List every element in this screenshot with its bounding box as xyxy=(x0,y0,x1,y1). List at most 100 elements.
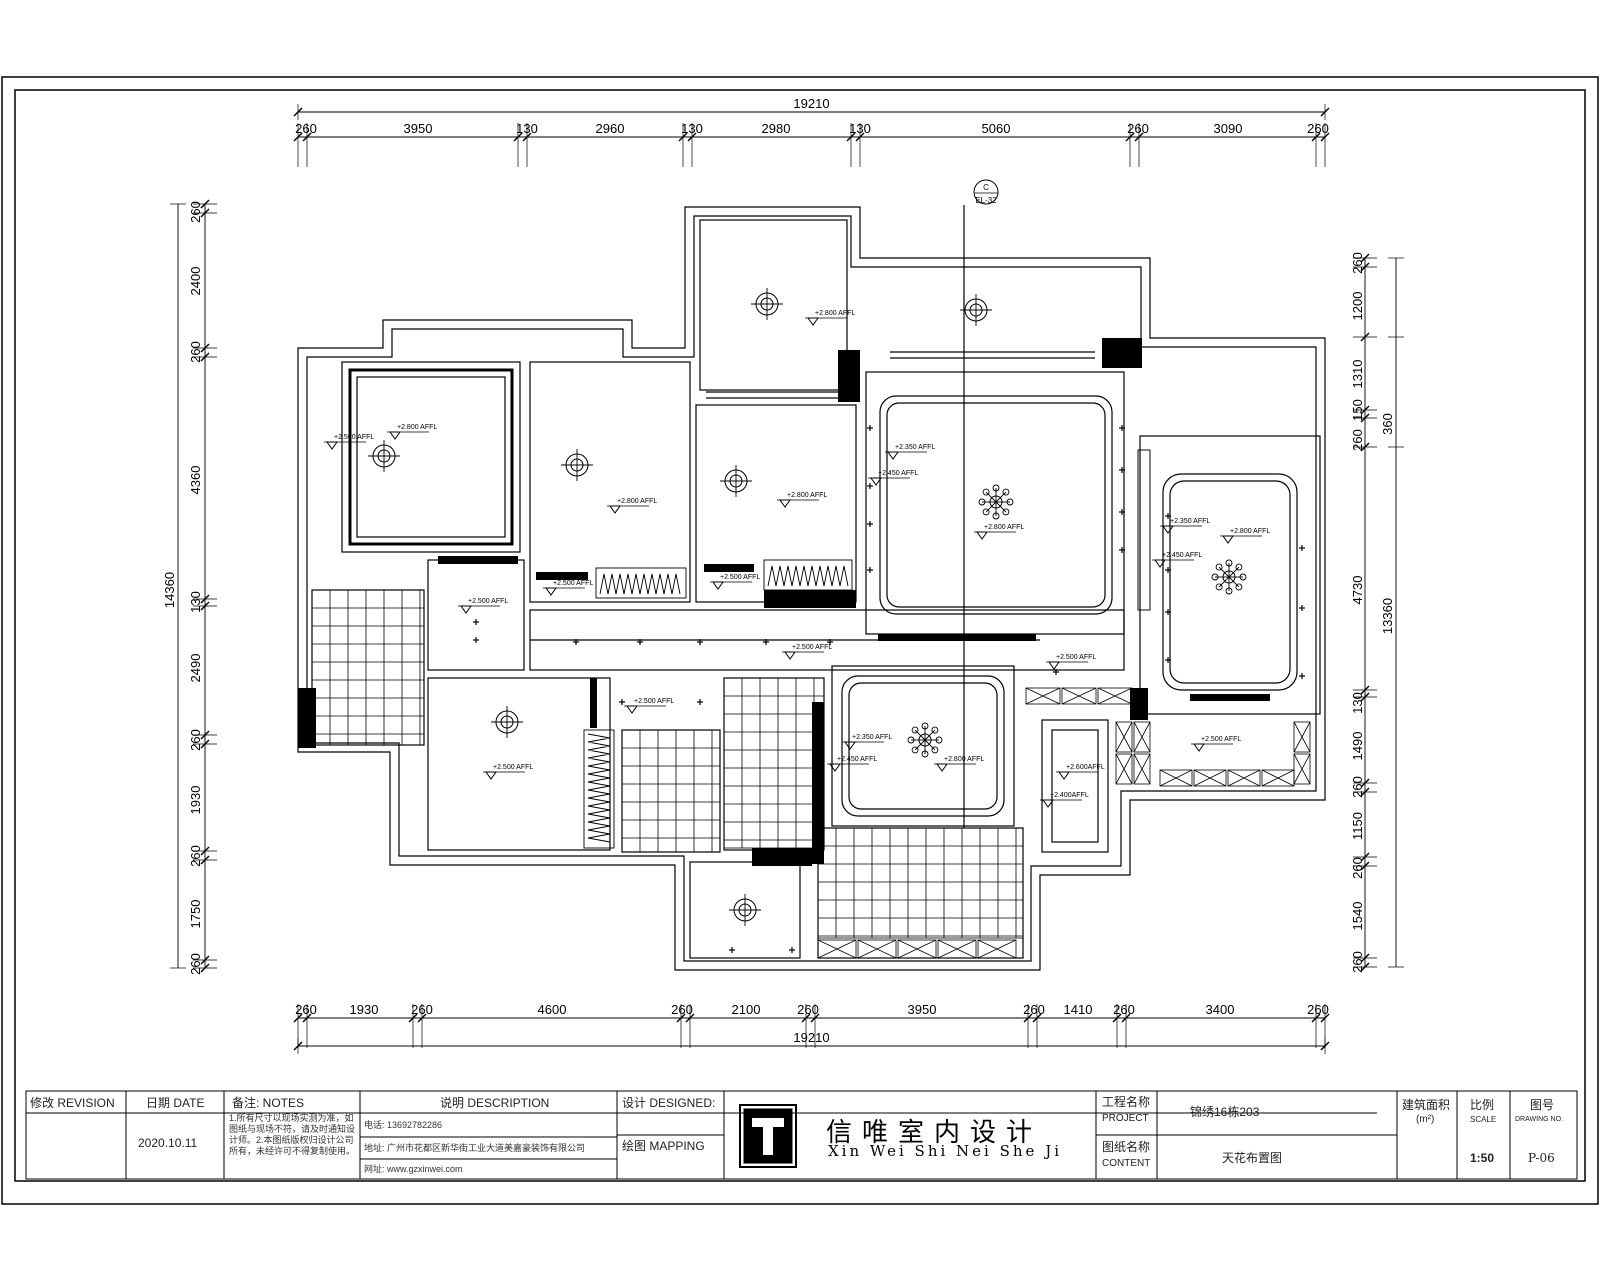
left-dim-label: 130 xyxy=(188,591,203,613)
right-dim-label: 150 xyxy=(1350,399,1365,421)
company-name-cn: 信唯室内设计 xyxy=(826,1118,1043,1148)
floor-plan xyxy=(297,206,1326,971)
room-entry xyxy=(427,559,525,671)
right-dim-label: 260 xyxy=(1350,252,1365,274)
ceiling-height-label: +2.800 AFFL xyxy=(787,492,827,499)
room-bedroom-3 xyxy=(695,404,857,603)
content-label-en: CONTENT xyxy=(1102,1158,1151,1169)
bottom-dim-label: 3950 xyxy=(908,1002,937,1017)
company-name-en: Xin Wei Shi Nei She Ji xyxy=(828,1142,1063,1160)
ceiling-height-label: +2.500 AFFL xyxy=(1201,736,1241,743)
right-dim-label: 1490 xyxy=(1350,732,1365,761)
room-dining xyxy=(831,665,1015,827)
left-dim-label: 260 xyxy=(188,341,203,363)
right-dim-label: 260 xyxy=(1350,776,1365,798)
room-study xyxy=(1041,719,1109,853)
top-dim-label: 2960 xyxy=(596,121,625,136)
description-label: 说明 DESCRIPTION xyxy=(440,1096,550,1110)
top-dim-label: 260 xyxy=(1307,121,1329,136)
right-dim-label: 4730 xyxy=(1350,576,1365,605)
date-label: 日期 DATE xyxy=(146,1096,205,1110)
bottom-dim-label: 260 xyxy=(1307,1002,1329,1017)
cabinets xyxy=(817,449,1311,959)
room-utility xyxy=(689,861,801,959)
scale-label-cn: 比例 xyxy=(1470,1098,1495,1112)
area-label-cn: 建筑面积 xyxy=(1402,1098,1451,1112)
outer-frame xyxy=(1,76,1599,1205)
mapping-label: 绘图 MAPPING xyxy=(622,1139,705,1153)
exterior-wall xyxy=(297,206,1326,971)
ceiling-height-labels: +2.800 AFFL +2.800 AFFL +2.500 AFFL +2.800 … xyxy=(324,310,1270,808)
room-bedroom-2 xyxy=(529,361,691,603)
right-dim-label: 1150 xyxy=(1350,812,1365,840)
left-dim-label: 260 xyxy=(188,953,203,975)
ceiling-height-label: +2.500 AFFL xyxy=(493,764,533,771)
top-dim-label: 3950 xyxy=(404,121,433,136)
room-balcony-bottom xyxy=(817,827,1024,959)
left-dim-total: 14360 xyxy=(162,572,177,608)
ceiling-height-label: +2.400AFFL xyxy=(1050,792,1089,799)
ceiling-height-label: +2.450 AFFL xyxy=(837,756,877,763)
ceiling-height-label: +2.450 AFFL xyxy=(1162,552,1202,559)
wardrobes xyxy=(583,559,853,849)
ceiling-height-label: +2.800 AFFL xyxy=(397,424,437,431)
room-bath-2 xyxy=(723,677,825,851)
room-right xyxy=(1139,435,1321,715)
ceiling-height-label: +2.800 AFFL xyxy=(617,498,657,505)
top-dim-label: 130 xyxy=(681,121,703,136)
ceiling-height-label: +2.500 AFFL xyxy=(334,434,374,441)
scale-value: 1:50 xyxy=(1470,1151,1495,1165)
bottom-dim-label: 1410 xyxy=(1064,1002,1093,1017)
ceiling-height-label: +2.800 AFFL xyxy=(1230,528,1270,535)
section-mark-top: C xyxy=(983,183,989,192)
ceiling-height-label: +2.500 AFFL xyxy=(553,580,593,587)
drawing-no-label-cn: 图号 xyxy=(1530,1098,1555,1112)
tile-grids xyxy=(311,589,1024,939)
room-bedroom-1 xyxy=(341,361,521,553)
project-label-cn: 工程名称 xyxy=(1102,1095,1151,1109)
address-text: 地址: 广州市花都区新华街工业大道美嘉豪装饰有限公司 xyxy=(364,1143,586,1153)
left-dim-label: 2400 xyxy=(188,267,203,296)
date-value: 2020.10.11 xyxy=(138,1136,198,1150)
designed-label: 设计 DESIGNED: xyxy=(622,1096,716,1110)
notes-label: 备注: NOTES xyxy=(232,1096,305,1110)
right-dim-label: 260 xyxy=(1350,951,1365,973)
right-dim-label: 1540 xyxy=(1350,902,1365,931)
exterior-wall-inner xyxy=(306,215,1317,962)
drawing-no-value: P-06 xyxy=(1528,1151,1555,1165)
right-dim-total-2: 13360 xyxy=(1380,598,1395,634)
section-marker: C EL-32 xyxy=(963,179,999,828)
right-dim-label: 1200 xyxy=(1350,292,1365,321)
area-label-en: (m²) xyxy=(1416,1114,1435,1125)
left-dim-label: 260 xyxy=(188,201,203,223)
bottom-dim-label: 3400 xyxy=(1206,1002,1235,1017)
balcony-top xyxy=(699,219,848,391)
left-dim-label: 4360 xyxy=(188,466,203,495)
ceiling-height-label: +2.450 AFFL xyxy=(878,470,918,477)
content-value: 天花布置图 xyxy=(1222,1151,1283,1165)
ceiling-height-label: +2.350 AFFL xyxy=(895,444,935,451)
top-dim-label: 3090 xyxy=(1214,121,1243,136)
bottom-dim-label: 260 xyxy=(1023,1002,1045,1017)
bottom-dim-label: 260 xyxy=(295,1002,317,1017)
ceiling-height-label: +2.800 AFFL xyxy=(815,310,855,317)
content-label-cn: 图纸名称 xyxy=(1102,1140,1151,1154)
ceiling-height-label: +2.500 AFFL xyxy=(468,598,508,605)
project-label-en: PROJECT xyxy=(1102,1113,1149,1124)
revision-label: 修改 REVISION xyxy=(30,1096,115,1110)
room-kitchen xyxy=(427,677,611,851)
top-dim-label: 130 xyxy=(516,121,538,136)
title-block xyxy=(25,1090,1578,1180)
top-dim-label: 5060 xyxy=(982,121,1011,136)
left-dim-label: 260 xyxy=(188,729,203,751)
left-dim-label: 260 xyxy=(188,845,203,867)
project-value: 锦绣16栋203 xyxy=(1190,1105,1260,1119)
ceiling-height-label: +2.500 AFFL xyxy=(1056,654,1096,661)
right-dim-label: 1310 xyxy=(1350,360,1365,389)
right-dim-total-1: 360 xyxy=(1380,413,1395,435)
scale-label-en: SCALE xyxy=(1470,1115,1497,1124)
drawing-no-label-en: DRAWING NO. xyxy=(1515,1116,1563,1123)
left-dimension-line: 2602400260436013024902601930260175026014… xyxy=(162,199,217,975)
